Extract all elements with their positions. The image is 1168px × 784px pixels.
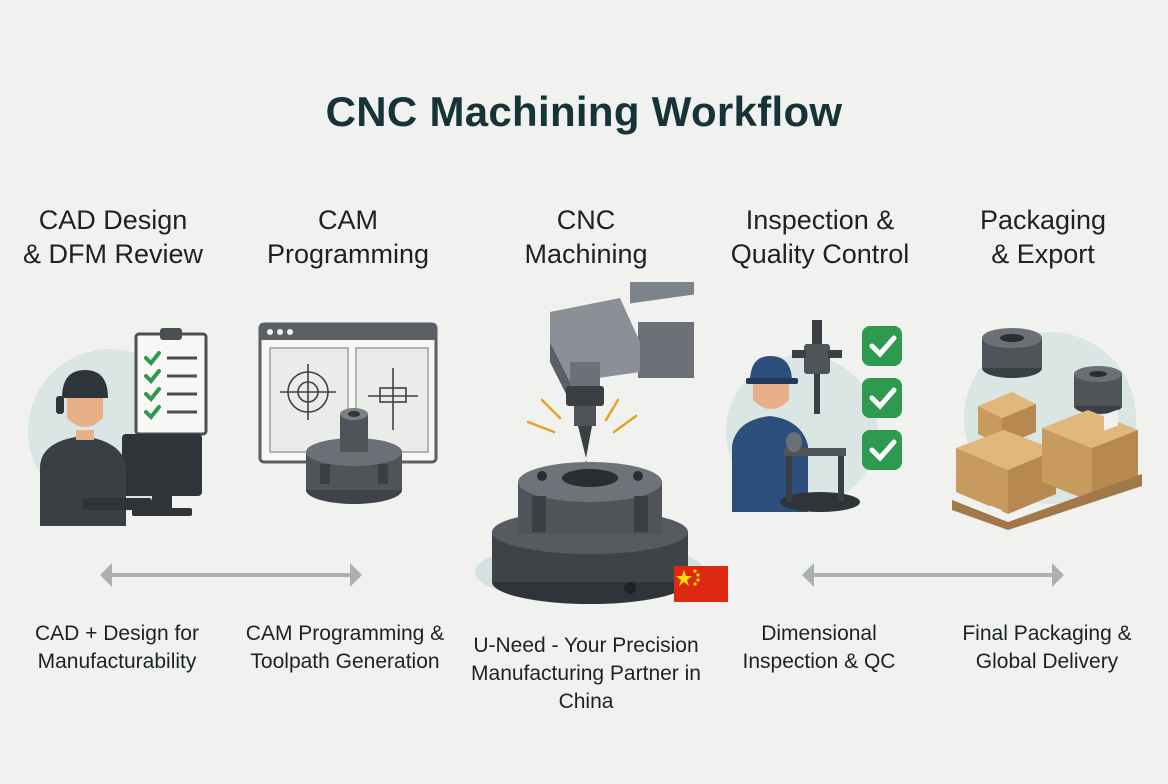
china-flag-icon: [674, 566, 728, 602]
step-heading-cnc: CNC Machining: [476, 203, 696, 271]
caption-line: Dimensional: [761, 622, 877, 645]
connector-arrow-right: [802, 560, 1064, 590]
caption-line: Manufacturing Partner in: [471, 662, 701, 685]
step-heading-inspection: Inspection & Quality Control: [705, 203, 935, 271]
cad-engineer-icon: [22, 326, 222, 526]
step-heading-line: CAD Design: [38, 205, 188, 235]
step-heading-line: & DFM Review: [22, 239, 204, 269]
step-heading-line: CNC: [556, 205, 616, 235]
step-heading-packaging: Packaging & Export: [933, 203, 1153, 271]
step-heading-cad: CAD Design & DFM Review: [3, 203, 223, 271]
caption-line: Manufacturability: [37, 650, 197, 673]
caption-line: Inspection & QC: [742, 650, 896, 673]
step-heading-line: Machining: [524, 239, 648, 269]
step-heading-line: Quality Control: [730, 239, 910, 269]
step-caption-cad: CAD + Design for Manufacturability: [0, 620, 242, 676]
page-title: CNC Machining Workflow: [325, 88, 843, 135]
cnc-spindle-icon: [470, 282, 710, 612]
connector-arrow-left: [100, 560, 362, 590]
caption-line: CAM Programming &: [245, 622, 445, 645]
step-heading-line: & Export: [991, 239, 1095, 269]
step-heading-cam: CAM Programming: [238, 203, 458, 271]
cam-software-icon: [258, 322, 440, 512]
step-heading-line: Inspection &: [745, 205, 895, 235]
step-caption-cam: CAM Programming & Toolpath Generation: [220, 620, 470, 676]
caption-line: Toolpath Generation: [250, 650, 440, 673]
step-heading-line: CAM: [318, 205, 378, 235]
step-caption-inspection: Dimensional Inspection & QC: [694, 620, 944, 676]
caption-line: CAD + Design for: [35, 622, 199, 645]
step-caption-packaging: Final Packaging & Global Delivery: [922, 620, 1168, 676]
step-heading-line: Programming: [266, 239, 430, 269]
caption-line: U-Need - Your Precision: [473, 634, 699, 657]
caption-line: Final Packaging &: [962, 622, 1132, 645]
packaging-icon: [952, 318, 1142, 530]
caption-line: Global Delivery: [975, 650, 1119, 673]
step-caption-cnc: U-Need - Your Precision Manufacturing Pa…: [461, 632, 711, 716]
caption-line: China: [558, 690, 614, 713]
step-heading-line: Packaging: [979, 205, 1107, 235]
inspector-icon: [722, 316, 912, 516]
